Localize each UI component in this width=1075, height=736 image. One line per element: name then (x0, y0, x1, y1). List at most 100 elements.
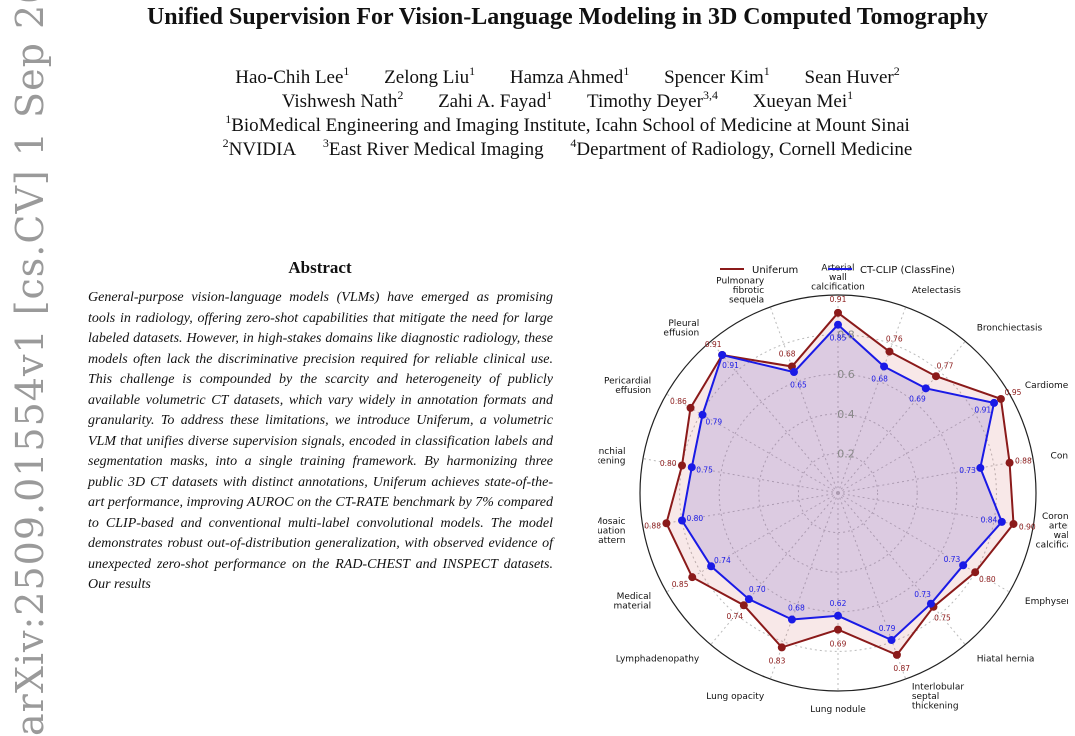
author: Zelong Liu1 (384, 64, 476, 88)
data-label: 0.85 (672, 580, 689, 589)
data-label: 0.73 (914, 590, 931, 599)
radial-tick-label: 0.4 (837, 408, 855, 421)
data-point (887, 635, 896, 644)
category-label: Hiatal hernia (977, 654, 1035, 664)
data-label: 0.80 (686, 514, 703, 523)
category-label: Cardiomegaly (1025, 381, 1068, 391)
data-label: 0.68 (779, 349, 796, 358)
category-label: Emphysema (1025, 597, 1068, 607)
data-label: 0.73 (944, 555, 961, 564)
data-point (996, 394, 1005, 403)
data-label: 0.68 (788, 603, 805, 612)
data-point (678, 461, 687, 470)
data-point (959, 561, 968, 570)
data-point (892, 650, 901, 659)
radar-chart: 0.20.40.60.80.910.760.770.950.880.900.80… (598, 264, 1068, 715)
data-label: 0.80 (660, 459, 677, 468)
data-point (976, 463, 985, 472)
data-label: 0.73 (959, 466, 976, 475)
data-label: 0.79 (705, 417, 722, 426)
data-point (777, 643, 786, 652)
data-label: 0.80 (979, 575, 996, 584)
data-point (662, 519, 671, 528)
data-point (787, 615, 796, 624)
affiliation: 4Department of Radiology, Cornell Medici… (570, 136, 913, 160)
data-label: 0.83 (769, 657, 786, 666)
legend-label: CT-CLIP (ClassFine) (860, 265, 955, 276)
data-point (997, 517, 1006, 526)
author-row-2: Vishwesh Nath2 Zahi A. Fayad1 Timothy De… (60, 88, 1075, 113)
data-label: 0.86 (670, 397, 687, 406)
abstract-heading: Abstract (288, 258, 352, 277)
data-point (926, 599, 935, 608)
data-point (698, 410, 707, 419)
author: Hao-Chih Lee1 (235, 64, 350, 88)
data-label: 0.69 (830, 640, 847, 649)
data-label: 0.76 (886, 334, 903, 343)
data-point (678, 516, 687, 525)
spoke-gridline (769, 306, 839, 494)
author: Spencer Kim1 (664, 64, 770, 88)
data-label: 0.65 (790, 380, 807, 389)
data-label: 0.88 (1015, 456, 1032, 465)
data-point (1009, 519, 1018, 528)
data-point (921, 384, 930, 393)
data-point (688, 573, 697, 582)
data-point (834, 308, 842, 317)
data-label: 0.74 (714, 556, 731, 565)
data-label: 0.91 (705, 340, 722, 349)
affiliation-line-2: 2 NVIDIA 3East River Medical Imaging 4De… (60, 136, 1075, 161)
data-point (744, 595, 753, 604)
radial-gridline (758, 413, 918, 573)
data-label: 0.74 (726, 612, 743, 621)
affiliation-line-1: 1BioMedical Engineering and Imaging Inst… (225, 112, 910, 136)
data-label: 0.88 (644, 522, 661, 531)
radial-tick-label: 0.2 (837, 447, 855, 460)
data-point (931, 372, 940, 381)
data-point (834, 611, 842, 620)
category-label: Lung opacity (706, 692, 765, 702)
arxiv-sidebar: arXiv:2509.01554v1 [cs.CV] 1 Sep 2025 (8, 0, 52, 736)
category-label: Lymphadenopathy (616, 654, 700, 664)
affiliation: 3East River Medical Imaging (322, 136, 544, 160)
arxiv-identifier: arXiv:2509.01554v1 [cs.CV] 1 Sep 2025 (8, 0, 52, 736)
data-label: 0.87 (893, 664, 910, 673)
author: Xueyan Mei1 (752, 88, 854, 112)
data-label: 0.85 (830, 334, 847, 343)
data-point (834, 625, 842, 634)
data-point (885, 347, 894, 356)
data-label: 0.75 (696, 465, 713, 474)
data-label: 0.75 (934, 613, 951, 622)
data-label: 0.91 (830, 295, 847, 304)
data-point (687, 463, 696, 472)
spoke-gridline (837, 306, 907, 494)
radial-tick-label: 0.6 (837, 368, 855, 381)
legend-label: Uniferum (752, 265, 798, 276)
data-point (707, 562, 716, 571)
data-label: 0.95 (1005, 388, 1022, 397)
category-label: Consolidation (1051, 452, 1068, 462)
spoke-gridline (642, 492, 839, 528)
data-point (718, 350, 727, 359)
outer-circle (639, 294, 1037, 692)
spoke-gridline (837, 341, 966, 494)
data-label: 0.90 (1019, 522, 1036, 531)
spoke-gridline (837, 458, 1034, 494)
author-row-1: Hao-Chih Lee1 Zelong Liu1 Hamza Ahmed1 S… (60, 64, 1075, 89)
radial-tick-label: 0.8 (837, 329, 855, 342)
author: Vishwesh Nath2 (281, 88, 404, 112)
radial-gridline (797, 452, 879, 534)
abstract-text: General-purpose vision-language models (… (88, 290, 553, 592)
author: Timothy Deyer3,4 (587, 88, 718, 112)
author: Zahi A. Fayad1 (438, 88, 553, 112)
data-point (739, 601, 748, 610)
data-label: 0.84 (981, 516, 998, 525)
category-label: Mosaicattenuationpattern (598, 517, 625, 546)
data-point (880, 362, 889, 371)
author: Hamza Ahmed1 (509, 64, 630, 88)
paper-title: Unified Supervision For Vision-Language … (146, 4, 989, 30)
